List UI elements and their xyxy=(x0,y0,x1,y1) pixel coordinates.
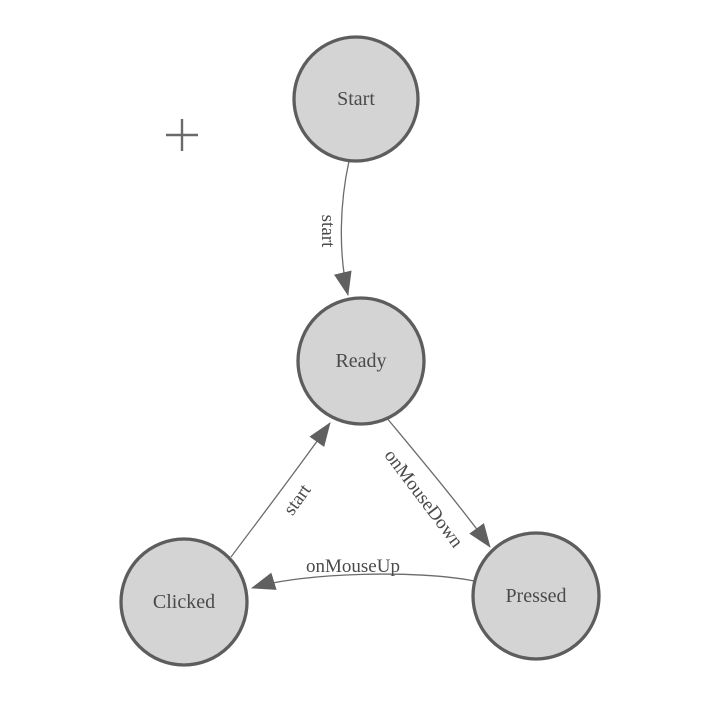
node-clicked[interactable]: Clicked xyxy=(119,537,249,667)
node-pressed[interactable]: Pressed xyxy=(471,531,601,661)
edge-label-start-1: start xyxy=(317,215,338,248)
node-clicked-circle[interactable] xyxy=(119,537,249,667)
edge-pressed-to-clicked[interactable]: onMouseUp xyxy=(251,556,475,590)
edge-start-to-ready-line[interactable] xyxy=(334,160,352,296)
origin-crosshair-icon xyxy=(166,119,198,151)
node-ready-label: Ready xyxy=(335,350,386,372)
node-start[interactable]: Start xyxy=(292,35,420,163)
edge-label-onmouseup: onMouseUp xyxy=(306,556,400,577)
node-pressed-label: Pressed xyxy=(505,585,566,607)
node-pressed-circle[interactable] xyxy=(471,531,601,661)
edge-pressed-to-clicked-line[interactable] xyxy=(251,572,475,590)
edge-ready-to-pressed-line[interactable] xyxy=(385,416,491,548)
edge-clicked-to-ready[interactable]: start xyxy=(230,422,331,558)
node-ready[interactable]: Ready xyxy=(296,296,426,426)
node-ready-circle[interactable] xyxy=(296,296,426,426)
edge-ready-to-pressed[interactable]: onMouseDown xyxy=(380,416,491,552)
edge-start-to-ready[interactable]: start xyxy=(317,160,352,296)
node-start-circle[interactable] xyxy=(292,35,420,163)
edge-clicked-to-ready-line[interactable] xyxy=(230,422,331,558)
node-clicked-label: Clicked xyxy=(153,591,215,613)
node-start-label: Start xyxy=(337,88,375,110)
